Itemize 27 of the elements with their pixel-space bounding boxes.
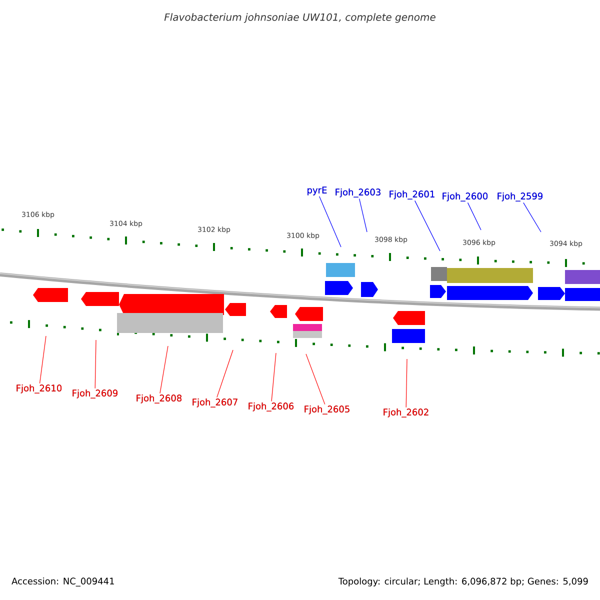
- leader-line: [467, 202, 482, 230]
- gene-label: Fjoh_2599: [498, 192, 543, 202]
- gene-label: Fjoh_2600: [442, 192, 488, 202]
- leader-line: [39, 336, 46, 384]
- leader-line: [523, 202, 542, 232]
- gene-label: Fjoh_2602: [384, 408, 428, 418]
- gene-label: Fjoh_2605: [304, 406, 350, 414]
- gene-label: Fjoh_2606: [248, 402, 294, 412]
- summary-text: Topology: circular; Length: 6,096,872 bp; Genes: 5,099: [338, 578, 588, 586]
- gene-label: Fjoh_2607: [192, 398, 238, 408]
- leader-line: [94, 340, 96, 389]
- leader-line: [271, 352, 276, 402]
- leader-line: [414, 200, 440, 252]
- leader-line: [319, 196, 342, 248]
- gene-label: Fjoh_2603: [336, 188, 380, 198]
- gene-label: Fjoh_2609: [72, 390, 118, 398]
- gene-label: Fjoh_2608: [136, 394, 182, 404]
- gene-label: Fjoh_2601: [390, 190, 434, 200]
- leader-line: [406, 358, 408, 408]
- leader-line: [216, 350, 234, 398]
- gene-label: Fjoh_2610: [16, 384, 62, 394]
- gene-label: pyrE: [308, 186, 327, 196]
- leader-line: [160, 346, 168, 394]
- title: Flavobacterium johnsoniae UW101, complete genome: [164, 13, 436, 23]
- accession-text: Accession: NC_009441: [12, 578, 114, 586]
- leader-line: [306, 354, 326, 405]
- leader-line: [359, 198, 368, 232]
